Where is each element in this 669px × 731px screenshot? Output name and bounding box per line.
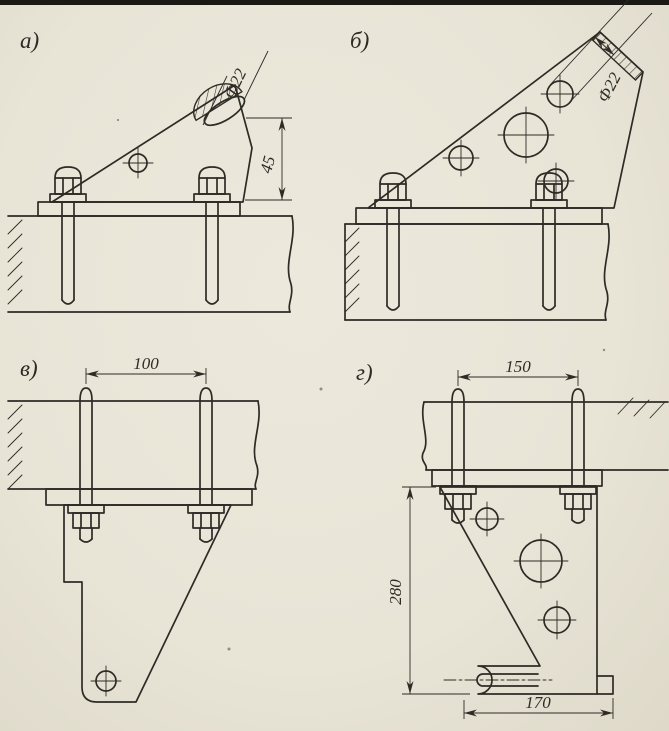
dimension-45: 45 [245, 117, 292, 201]
dim-bottom-width: 170 [525, 693, 551, 712]
dimension-170: 170 [463, 693, 614, 719]
bolt [374, 172, 412, 311]
break-hatch [7, 404, 23, 490]
hole [537, 600, 577, 640]
view-a-label: а) [20, 28, 39, 53]
paper-specks [116, 118, 606, 651]
view-v-label: в) [20, 356, 38, 381]
hole [469, 501, 505, 537]
nut [187, 504, 225, 543]
nut [67, 504, 105, 543]
hole [513, 533, 569, 589]
mounting-plate [431, 469, 603, 487]
bolt [49, 166, 87, 305]
view-v: в) 100 [7, 354, 260, 703]
view-g-label: г) [356, 360, 373, 385]
nut [439, 485, 477, 524]
dim-bolt-spacing-v: 100 [133, 354, 159, 373]
break-hatch [344, 227, 360, 313]
hole [90, 665, 122, 697]
view-a: а) [7, 28, 294, 313]
mounting-plate [355, 207, 603, 225]
break-hatch [617, 397, 666, 419]
photo-edge-top [0, 0, 669, 5]
bolt-stud [451, 388, 465, 487]
bolt-stud [199, 387, 213, 506]
angled-pad [193, 83, 246, 127]
beam [7, 400, 260, 490]
beam [421, 397, 669, 471]
mounting-plate [45, 488, 253, 506]
dim-pad-height: 45 [256, 154, 279, 175]
dim-bolt-spacing-g: 150 [505, 357, 531, 376]
bracket-gusset [367, 31, 644, 209]
dim-hole-diameter-b: Ф22 [594, 69, 625, 105]
nut [559, 485, 597, 524]
dimension-150: 150 [457, 357, 579, 386]
dim-bracket-height: 280 [386, 579, 405, 605]
mounting-plate [37, 201, 241, 217]
hole [537, 162, 575, 200]
hole [442, 139, 480, 177]
break-hatch [7, 219, 23, 305]
hole [122, 147, 154, 179]
hole [497, 106, 555, 164]
bolt [193, 166, 231, 305]
dimension-100: 100 [85, 354, 207, 384]
hanging-bracket [439, 486, 614, 695]
hole [540, 74, 580, 114]
beam [344, 223, 610, 321]
foot-lug [596, 675, 614, 695]
angled-pad [591, 31, 644, 81]
bolt-stud [571, 388, 585, 487]
beam [7, 215, 294, 313]
view-b: б) [344, 0, 653, 321]
view-b-label: б) [350, 28, 369, 53]
view-g: г) 150 [356, 357, 669, 719]
hanging-bracket [63, 504, 232, 703]
dimension-phi22-b: Ф22 [549, 0, 653, 105]
bolt-stud [79, 387, 93, 506]
dimension-280: 280 [386, 486, 470, 695]
bolt [530, 172, 568, 311]
